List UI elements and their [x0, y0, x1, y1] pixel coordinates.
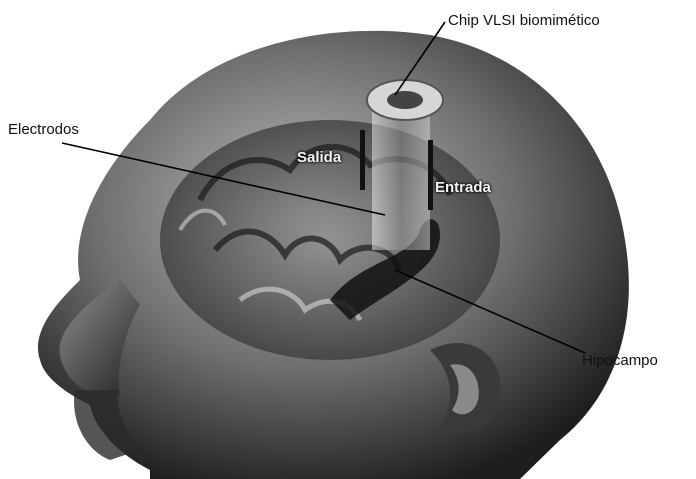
- chip-label: Chip VLSI biomimético: [448, 12, 600, 29]
- hipocampo-label: Hipocampo: [582, 352, 658, 369]
- entrada-label: Entrada: [435, 179, 491, 196]
- electrodos-label: Electrodos: [8, 121, 79, 138]
- salida-label: Salida: [297, 149, 341, 166]
